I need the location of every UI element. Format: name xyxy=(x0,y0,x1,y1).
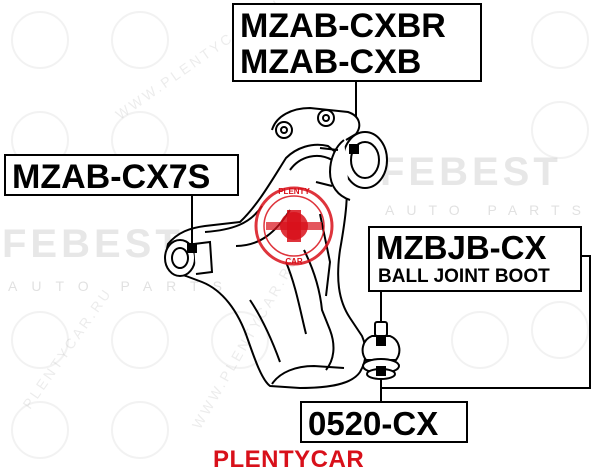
ball-joint-marker xyxy=(376,366,386,376)
part-label-front-bushing: MZAB-CX7S xyxy=(4,154,239,196)
svg-text:WWW.PLENTYCAR.RU: WWW.PLENTYCAR.RU xyxy=(189,251,302,431)
part-number-mzbjb-cx: MZBJB-CX xyxy=(376,229,547,266)
part-label-ball-joint-boot: MZBJB-CX BALL JOINT BOOT xyxy=(368,226,582,292)
svg-text:PLENTY: PLENTY xyxy=(278,187,310,196)
ball-joint-boot-marker xyxy=(376,336,386,346)
part-number-0520-cx: 0520-CX xyxy=(308,405,439,442)
part-label-rear-bushing: MZAB-CXBR MZAB-CXB xyxy=(232,3,482,82)
plentycar-seal: PLENTY CAR xyxy=(254,186,334,266)
svg-text:CAR: CAR xyxy=(285,257,303,266)
watermark-tagline-left: AUTO PARTS xyxy=(8,278,236,294)
watermark-tagline-right: AUTO PARTS xyxy=(385,202,593,218)
ball-joint xyxy=(361,321,401,380)
svg-text:PLENTYCAR.RU: PLENTYCAR.RU xyxy=(19,284,115,411)
front-bushing xyxy=(164,239,214,277)
part-description-ball-joint-boot: BALL JOINT BOOT xyxy=(378,266,550,287)
watermark-brand-right: FEBEST xyxy=(380,150,562,194)
part-number-mzab-cxb: MZAB-CXB xyxy=(240,43,422,81)
watermark-brand-left: FEBEST xyxy=(2,222,184,266)
part-number-mzab-cxbr: MZAB-CXBR xyxy=(240,7,446,45)
rear-bushing-marker xyxy=(349,144,359,154)
front-bushing-marker xyxy=(187,243,197,253)
brand-caption: PLENTYCAR xyxy=(213,446,365,473)
part-number-mzab-cx7s: MZAB-CX7S xyxy=(12,158,211,196)
part-label-ball-joint: 0520-CX xyxy=(300,401,468,443)
lower-control-arm xyxy=(166,143,367,389)
rear-bushing xyxy=(271,106,388,201)
watermark-rings xyxy=(11,11,589,459)
